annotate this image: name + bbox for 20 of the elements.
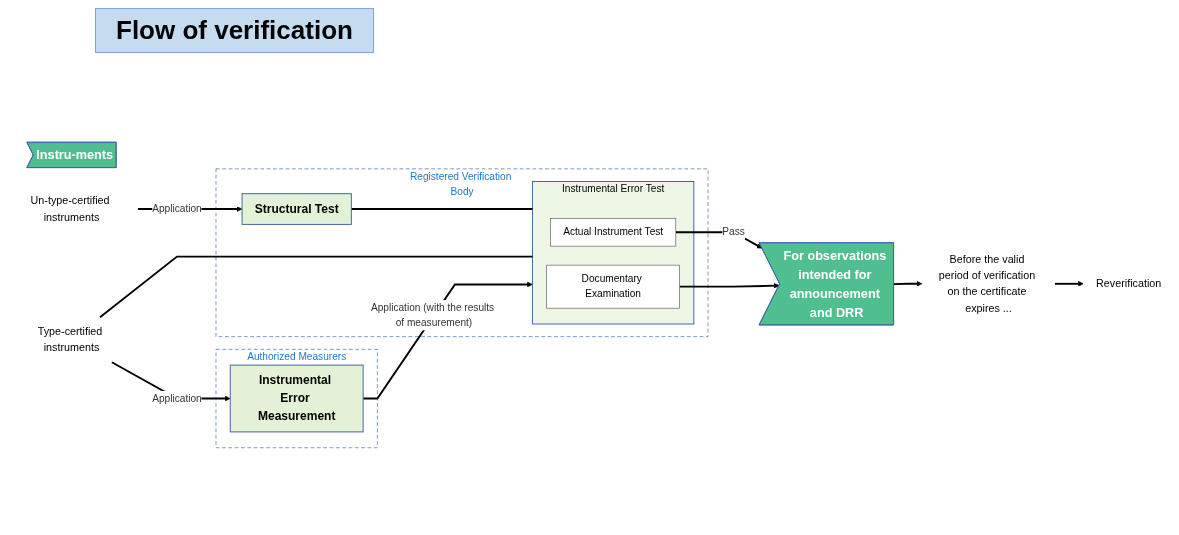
edge-label: Pass: [722, 226, 745, 238]
edge-label: Application (with the results of measurement): [370, 302, 495, 328]
arrow: [892, 281, 923, 287]
node-box: Actual Instrument Test: [550, 218, 677, 247]
arrow: [678, 282, 780, 289]
edge-label: Application: [152, 392, 202, 404]
node-box: Instrumental Error Measurement: [229, 364, 364, 433]
node-text: Before the valid period of verification on the certificate expires ...: [938, 253, 1036, 314]
arrow: [674, 231, 763, 249]
arrow: [1054, 281, 1084, 287]
arrow: [362, 281, 533, 400]
node-box: Structural Test: [241, 193, 352, 225]
node-box: Documentary Examination: [546, 264, 680, 309]
diagram-title: Flow of verification: [95, 8, 374, 53]
node-text: Type-certified instruments: [37, 325, 103, 354]
edge-label: Application: [152, 203, 202, 215]
connector: [99, 255, 534, 319]
connector: [350, 208, 534, 210]
node-text: Un-type-certified instruments: [30, 194, 110, 223]
node-text: Reverification: [1096, 277, 1162, 290]
